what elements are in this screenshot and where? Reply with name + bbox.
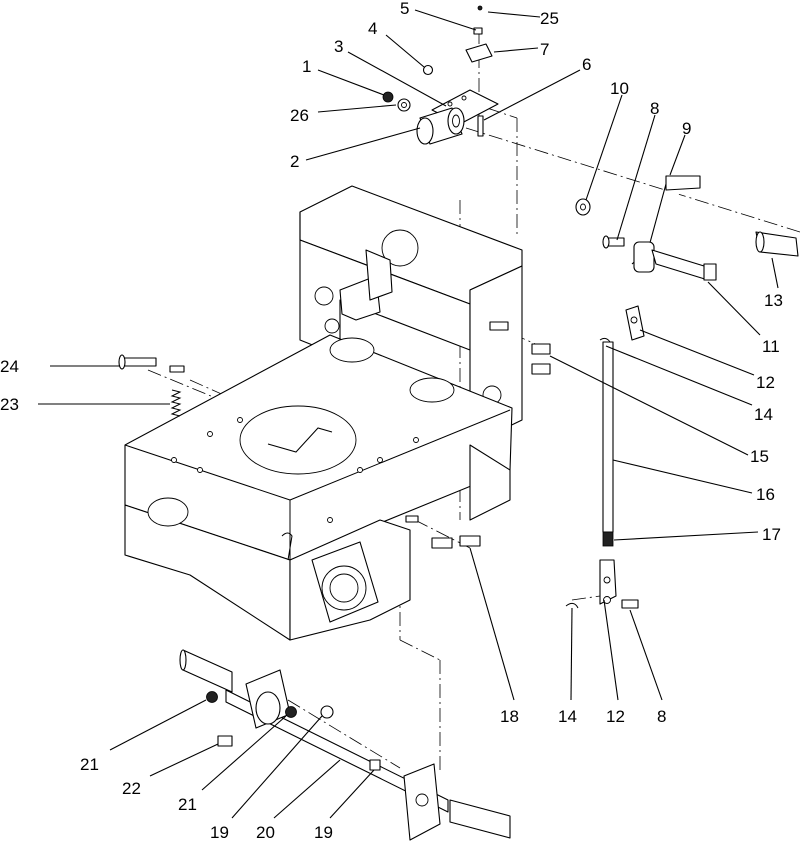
collar-19-right	[369, 759, 381, 771]
callout-25: 25	[540, 9, 559, 28]
frame-bolts	[118, 321, 551, 549]
callout-22: 22	[122, 779, 141, 798]
handle-grip-13	[755, 231, 799, 257]
callout-3: 3	[334, 37, 343, 56]
left-pedal-pad	[179, 649, 233, 693]
callout-11: 11	[762, 337, 780, 356]
nut-17	[602, 531, 614, 547]
callout-26: 26	[290, 106, 309, 125]
clip-5	[473, 27, 483, 35]
rod-16	[602, 341, 614, 533]
callout-19-right: 19	[314, 823, 333, 842]
left-bracket	[245, 669, 291, 729]
callout-1: 1	[302, 57, 311, 76]
right-pedal-pad	[449, 799, 511, 839]
callout-24: 24	[0, 357, 19, 376]
callout-20: 20	[256, 823, 275, 842]
callout-18: 18	[500, 707, 519, 726]
callout-14-bottom: 14	[558, 707, 577, 726]
callout-8-top: 8	[650, 99, 659, 118]
callout-21-left: 21	[80, 755, 99, 774]
callout-16: 16	[756, 485, 775, 504]
callout-7: 7	[540, 40, 549, 59]
lever-arm-9	[631, 175, 701, 273]
lower-shaft-assembly	[179, 649, 511, 841]
callout-5: 5	[400, 0, 409, 18]
rod-assembly	[565, 305, 645, 609]
callout-19-left: 19	[210, 823, 229, 842]
leader-lines	[38, 9, 779, 819]
callout-15: 15	[750, 447, 769, 466]
callout-10: 10	[610, 79, 629, 98]
right-bracket	[403, 763, 441, 841]
washer-26	[397, 98, 411, 112]
callout-21-right: 21	[178, 795, 197, 814]
callout-8-bottom: 8	[657, 707, 666, 726]
bolts-18	[405, 515, 481, 549]
lever-assembly	[575, 175, 799, 281]
callout-13: 13	[764, 291, 783, 310]
cotter-pin-14-top	[599, 337, 611, 343]
callout-4: 4	[368, 19, 377, 38]
cotter-pin-14-bottom	[565, 602, 579, 609]
switch-bracket-7	[465, 43, 493, 63]
bolt-24	[118, 354, 185, 373]
callout-14-top: 14	[754, 405, 773, 424]
nut-21-right	[285, 706, 297, 718]
collar-19-left	[320, 705, 334, 719]
callout-12-top: 12	[756, 373, 775, 392]
nut-1	[382, 91, 394, 103]
callout-6: 6	[582, 55, 591, 74]
callout-9: 9	[682, 119, 691, 138]
callout-2: 2	[290, 152, 299, 171]
nut-21-left	[206, 691, 218, 703]
pivot-tube-2	[416, 107, 465, 145]
callout-labels: 5 25 4 7 3 1 6 10 8 9 26 2 13 11 24 12 2…	[0, 0, 783, 842]
screw-25	[477, 5, 483, 11]
clevis-12-bottom	[599, 559, 617, 605]
bolt-11	[651, 249, 717, 281]
chassis-frame	[124, 185, 523, 641]
bolts-15	[489, 321, 551, 375]
spring-23	[170, 389, 182, 417]
callout-23: 23	[0, 395, 19, 414]
callout-17: 17	[762, 525, 781, 544]
bolt-22	[217, 735, 233, 747]
top-bracket-assembly	[382, 5, 499, 145]
callout-12-bottom: 12	[606, 707, 625, 726]
pin-6	[477, 115, 484, 137]
nut-4	[422, 64, 434, 76]
bolt-8-top	[602, 235, 625, 249]
clevis-12-top	[625, 305, 645, 341]
bolt-8-bottom	[621, 599, 639, 609]
